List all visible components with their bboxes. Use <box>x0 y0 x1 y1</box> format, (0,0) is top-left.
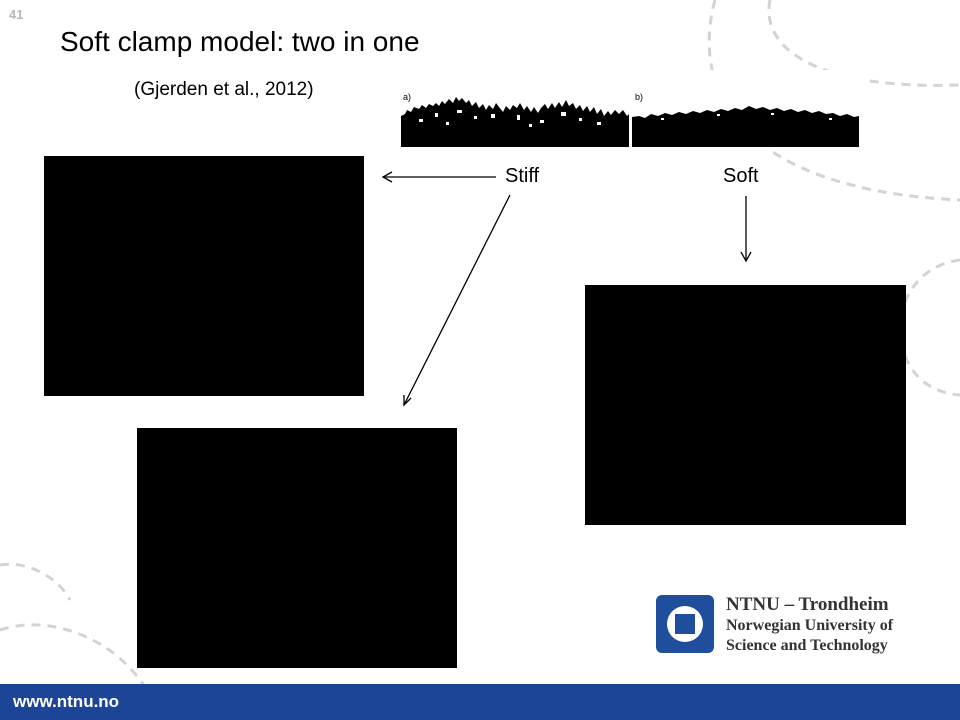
slide-title: Soft clamp model: two in one <box>60 26 420 57</box>
soft-label: Soft <box>723 165 759 187</box>
panel-b-label: b) <box>635 92 643 102</box>
stiff-result-image-top-left <box>44 156 364 396</box>
panel-a-snapshot <box>401 97 629 147</box>
stiff-arrowhead-left <box>381 171 393 183</box>
panel-a-voids <box>419 110 601 127</box>
org-name: NTNU – Trondheim <box>726 594 889 615</box>
panel-b-snapshot <box>632 106 859 147</box>
panel-b-voids <box>661 113 832 120</box>
stiff-label: Stiff <box>505 165 540 187</box>
citation: (Gjerden et al., 2012) <box>134 79 314 100</box>
soft-arrowhead-down <box>740 251 752 263</box>
panel-a-label: a) <box>403 92 411 102</box>
footer-bar: www.ntnu.no <box>0 684 960 720</box>
footer-url: www.ntnu.no <box>13 692 120 711</box>
simulation-snapshot-figure: a) b) <box>399 70 867 150</box>
soft-result-image-right <box>585 285 906 525</box>
stiff-arrowhead-down <box>403 395 412 407</box>
stiff-result-image-bottom <box>137 428 457 668</box>
slide-number: 41 <box>9 7 24 22</box>
organization-name: NTNU – Trondheim Norwegian University of… <box>726 594 893 656</box>
ntnu-logo <box>656 595 714 653</box>
stiff-to-bottom-image-arrow <box>403 194 511 406</box>
org-line-2: Norwegian University of <box>726 617 894 634</box>
org-line-3: Science and Technology <box>726 637 888 654</box>
